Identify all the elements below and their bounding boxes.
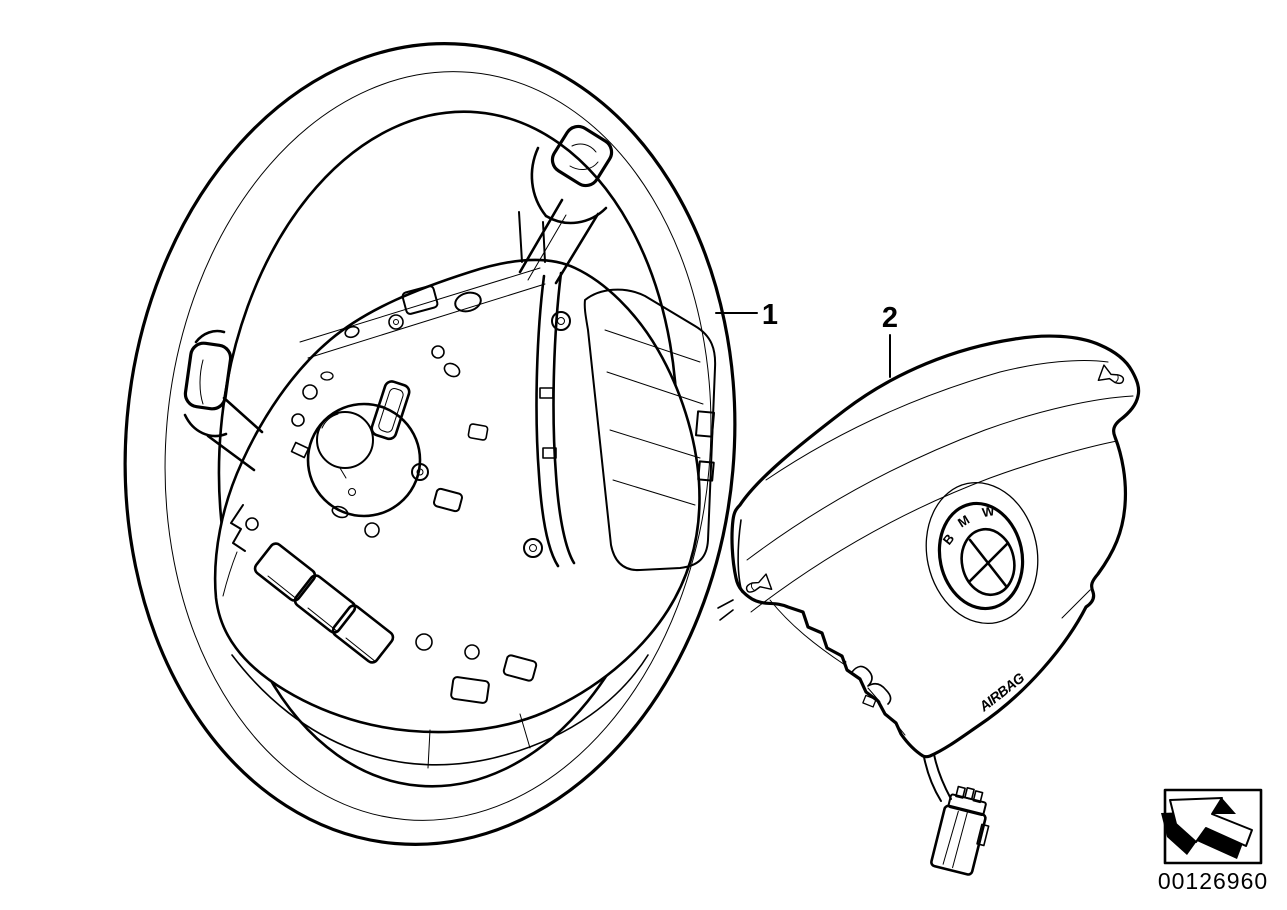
screw-hole (388, 314, 404, 330)
harness-wire (851, 665, 892, 705)
screw-head (416, 468, 424, 476)
screw-head (557, 317, 565, 325)
harness-line (222, 551, 238, 597)
screw-hole (443, 362, 461, 378)
fold-line (769, 599, 846, 666)
mount-tab (717, 599, 734, 621)
housing-tab (697, 460, 715, 482)
airbag-connector (930, 785, 990, 876)
logo-letter: W (981, 503, 996, 520)
screw-hole (245, 517, 259, 531)
harness-clip (862, 694, 877, 708)
wheel-rim-outer (123, 42, 737, 846)
spoke-trim (183, 413, 228, 438)
horn-icon (1097, 364, 1125, 385)
callout-1[interactable]: 1 (715, 299, 778, 331)
airbag-module-drawing[interactable]: B M W AIRBAG (717, 334, 1141, 876)
thumb-rest (550, 124, 614, 188)
wheel-rim-seam (164, 71, 712, 821)
switch-mount (433, 487, 463, 513)
airbag-cable (923, 756, 942, 802)
housing-tab (694, 410, 716, 438)
screw-hole (415, 633, 433, 651)
spoke-line (527, 214, 567, 281)
hub-bore-detail (321, 413, 339, 429)
steering-wheel-drawing[interactable] (92, 18, 768, 870)
switch-key (293, 574, 357, 634)
switch-mount (401, 285, 439, 315)
slip-ring-bracket (552, 271, 576, 565)
slip-ring-bracket (535, 274, 560, 568)
spoke-trim (194, 329, 226, 344)
screw-head (411, 463, 429, 481)
callout-1-number[interactable]: 1 (762, 299, 778, 331)
thumb-rest (183, 341, 233, 411)
pleat-line (835, 651, 906, 736)
column-edge (518, 211, 546, 263)
fold-line (737, 519, 743, 593)
screw-hole (364, 522, 380, 538)
bmw-roundel-icon: B M W (925, 481, 1039, 625)
airbag-outline (730, 334, 1141, 759)
spoke-edge (206, 434, 256, 472)
hub-bore-detail (339, 467, 347, 479)
thumb-rest-detail (199, 359, 204, 405)
switch-key (253, 542, 317, 602)
wheel-hub (213, 258, 701, 734)
contact-boss (454, 291, 482, 313)
hub-boss (306, 402, 422, 518)
bracket-cutout (539, 387, 554, 399)
airbag-seam-line (750, 440, 1118, 613)
spoke-edge (554, 212, 600, 285)
ignition-slot-inner (378, 388, 404, 433)
hub-top-line (299, 267, 541, 343)
airbag-top-line (765, 359, 1109, 481)
screw-hole (431, 345, 445, 359)
screw-hole (331, 505, 349, 519)
fold-line (1061, 589, 1091, 619)
bracket-cutout (542, 447, 557, 459)
spoke-edge (518, 198, 564, 274)
switch-mount (502, 654, 538, 682)
switch-mount (290, 441, 310, 459)
housing-line (612, 479, 696, 506)
trim-line (427, 713, 531, 769)
screw-hole (344, 325, 360, 339)
spoke-trim (544, 206, 608, 225)
screw-head (523, 538, 543, 558)
screw-hole (393, 319, 399, 325)
image-footer: 00126960 (1158, 788, 1268, 894)
screw-hole (348, 488, 356, 496)
spoke-trim (530, 146, 548, 218)
screw-head (551, 311, 571, 331)
housing-line (606, 371, 704, 405)
thumb-rest-detail (569, 143, 599, 170)
housing-line (609, 429, 701, 459)
spoke-edge (222, 396, 264, 434)
switch-bracket (230, 504, 246, 552)
screw-hole (320, 371, 334, 381)
switch-key-line (267, 575, 377, 663)
switch-mount (450, 676, 490, 704)
screw-hole (302, 384, 318, 400)
switch-key (331, 604, 395, 664)
callout-2-number[interactable]: 2 (882, 302, 898, 334)
ignition-slot (370, 380, 411, 441)
hub-bore (316, 411, 374, 469)
screw-hole (291, 413, 305, 427)
airbag-cable (933, 753, 952, 800)
switch-mount (467, 423, 489, 441)
screw-head (529, 544, 537, 552)
housing-line (604, 329, 701, 363)
lower-trim-curve (231, 654, 649, 766)
callout-2[interactable]: 2 (882, 302, 898, 378)
column-housing (583, 288, 717, 572)
screw-hole (464, 644, 480, 660)
supersession-arrow-icon (1161, 797, 1253, 859)
document-number: 00126960 (1158, 868, 1268, 894)
airbag-seam-line (746, 395, 1134, 561)
hub-top-line (307, 283, 546, 359)
horn-icon (745, 573, 773, 593)
